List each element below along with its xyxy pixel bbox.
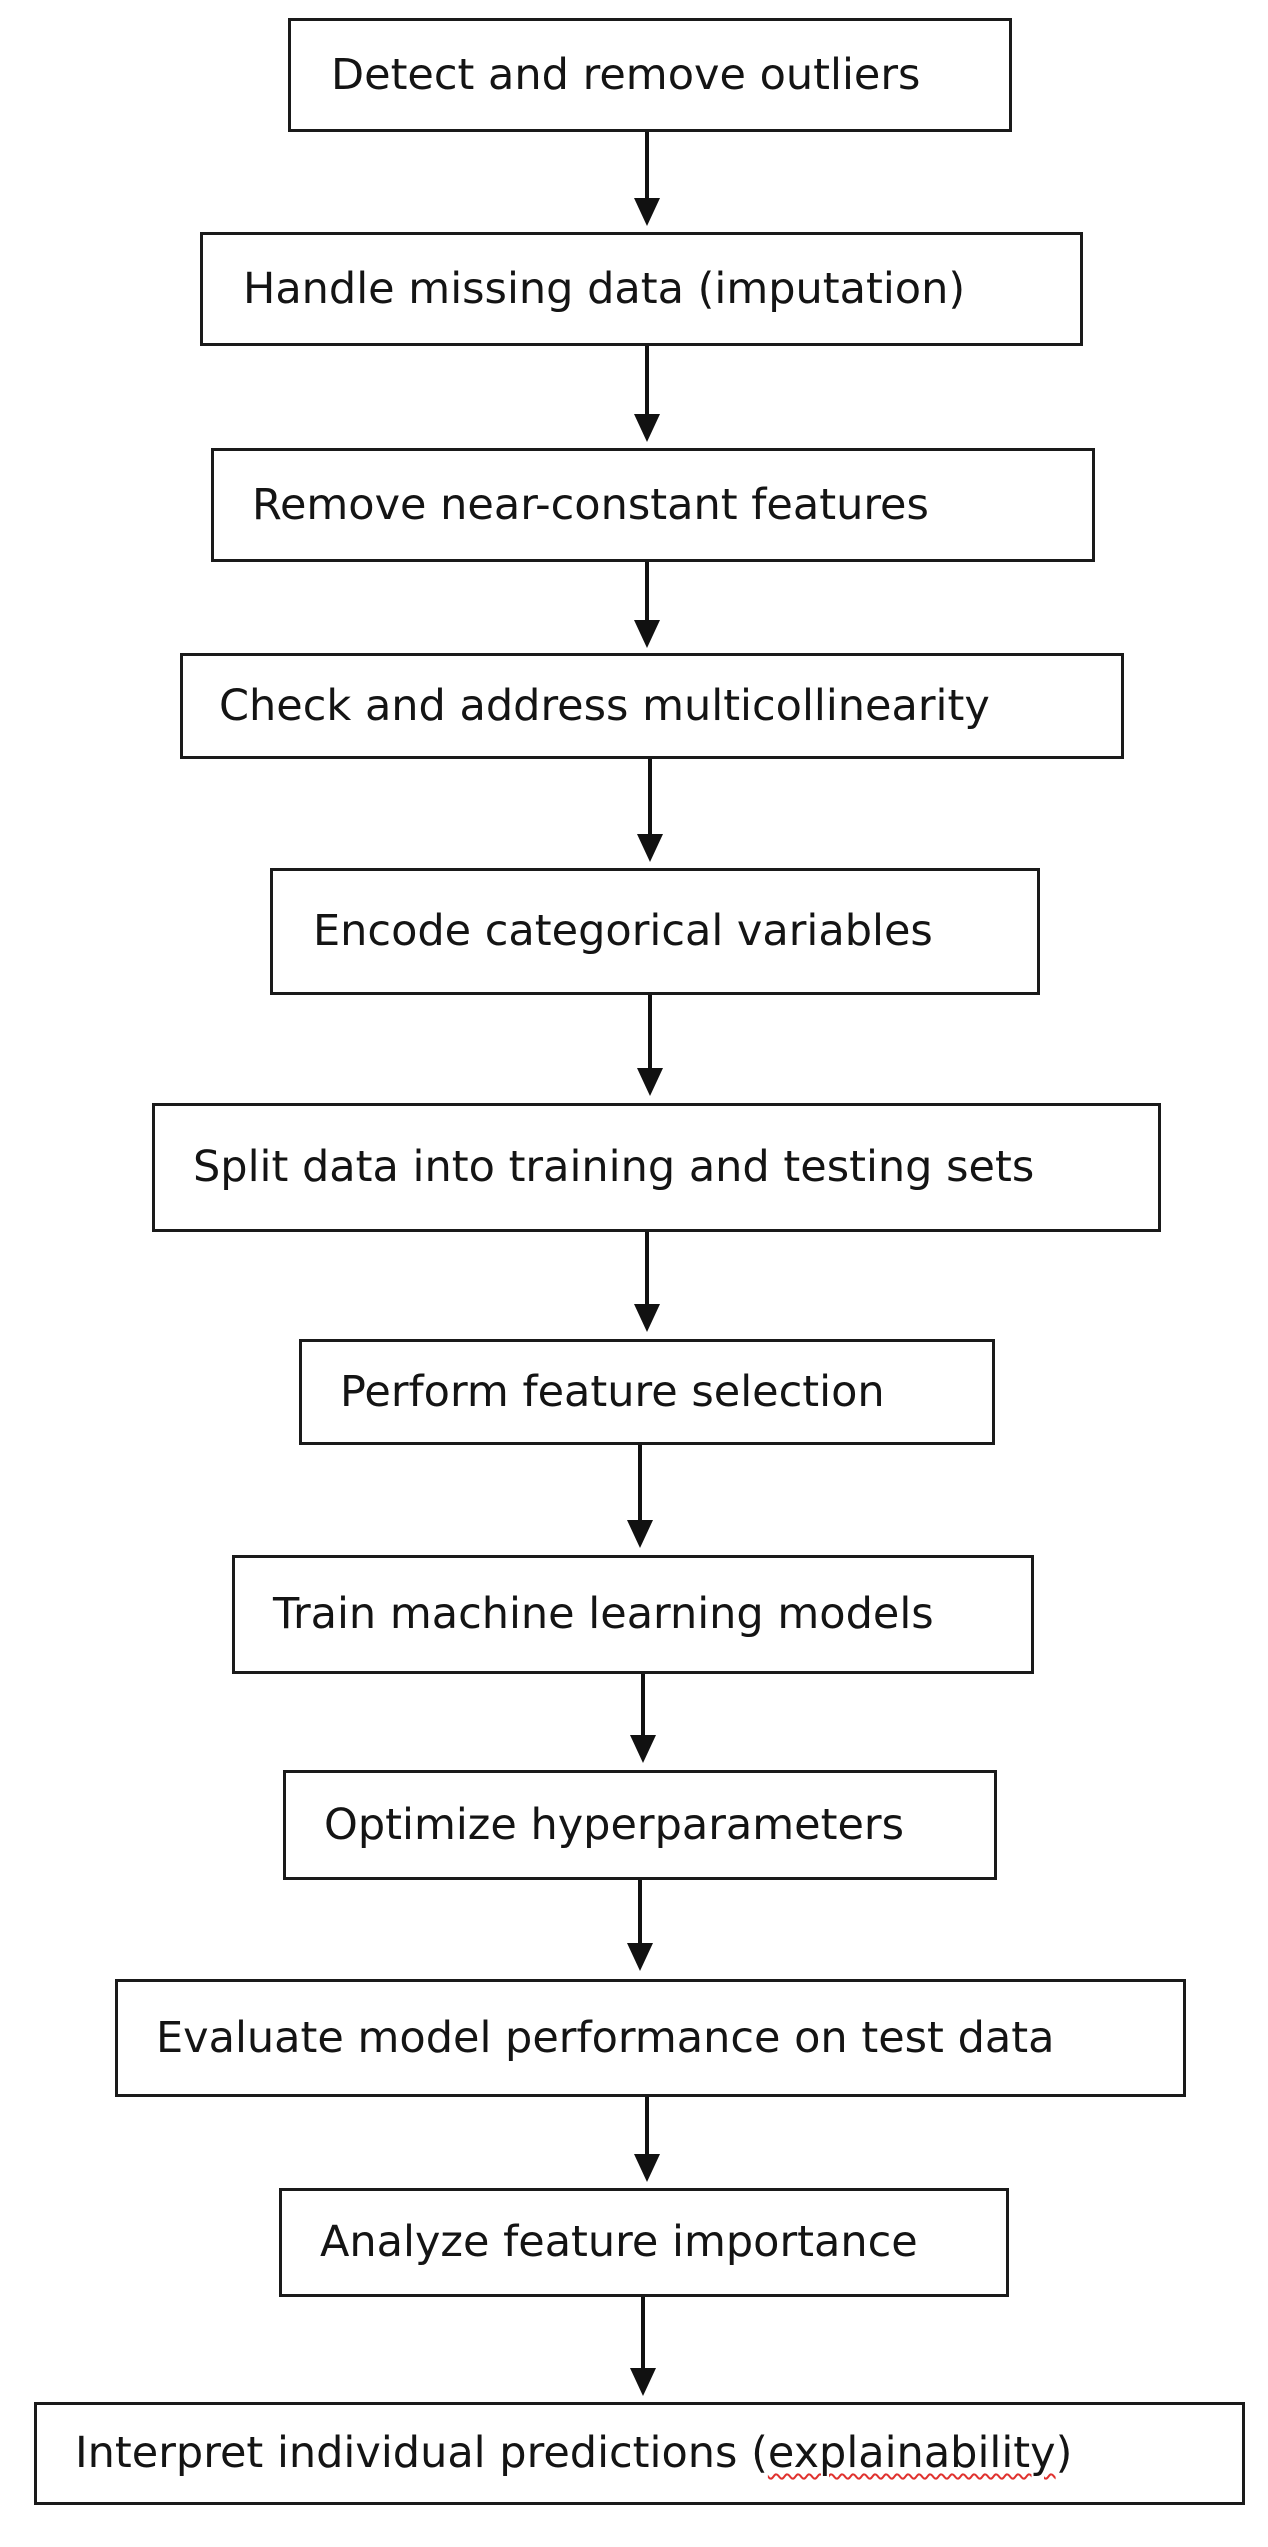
step-check-multicollinearity: Check and address multicollinearity — [180, 653, 1124, 759]
arrow-head-8 — [630, 1735, 656, 1763]
step-label: Encode categorical variables — [313, 906, 933, 956]
step-label: Train machine learning models — [273, 1589, 934, 1639]
arrow-head-1 — [634, 198, 660, 226]
step-interpret-predictions: Interpret individual predictions (explai… — [34, 2402, 1245, 2505]
arrow-head-3 — [634, 620, 660, 648]
step-feature-selection: Perform feature selection — [299, 1339, 995, 1445]
arrow-head-5 — [637, 1068, 663, 1096]
step-label: Split data into training and testing set… — [193, 1142, 1035, 1192]
step-label-start: Interpret individual predictions ( — [75, 2428, 768, 2478]
arrow-head-6 — [634, 1304, 660, 1332]
step-label-end: ) — [1055, 2428, 1073, 2478]
arrow-head-4 — [637, 834, 663, 862]
step-label: Interpret individual predictions (explai… — [75, 2432, 1072, 2475]
step-remove-near-constant: Remove near-constant features — [211, 448, 1095, 562]
arrow-head-9 — [627, 1943, 653, 1971]
step-split-data: Split data into training and testing set… — [152, 1103, 1161, 1232]
arrow-head-2 — [634, 414, 660, 442]
arrow-head-11 — [630, 2368, 656, 2396]
step-label: Detect and remove outliers — [331, 49, 921, 100]
arrow-head-7 — [627, 1520, 653, 1548]
step-label: Remove near-constant features — [252, 479, 929, 530]
step-label: Optimize hyperparameters — [324, 1799, 905, 1850]
arrow-head-10 — [634, 2154, 660, 2182]
step-analyze-importance: Analyze feature importance — [279, 2188, 1009, 2297]
spellcheck-flagged-word: explainability — [767, 2428, 1056, 2478]
step-label: Handle missing data (imputation) — [243, 263, 966, 314]
step-handle-missing-data: Handle missing data (imputation) — [200, 232, 1083, 346]
step-encode-categorical: Encode categorical variables — [270, 868, 1040, 995]
step-detect-outliers: Detect and remove outliers — [288, 18, 1012, 132]
step-label: Perform feature selection — [340, 1366, 885, 1417]
step-evaluate-performance: Evaluate model performance on test data — [115, 1979, 1186, 2097]
step-label: Check and address multicollinearity — [219, 680, 990, 731]
step-label: Analyze feature importance — [320, 2217, 918, 2267]
step-optimize-hyperparameters: Optimize hyperparameters — [283, 1770, 997, 1880]
step-train-models: Train machine learning models — [232, 1555, 1034, 1674]
step-label: Evaluate model performance on test data — [156, 2012, 1055, 2063]
